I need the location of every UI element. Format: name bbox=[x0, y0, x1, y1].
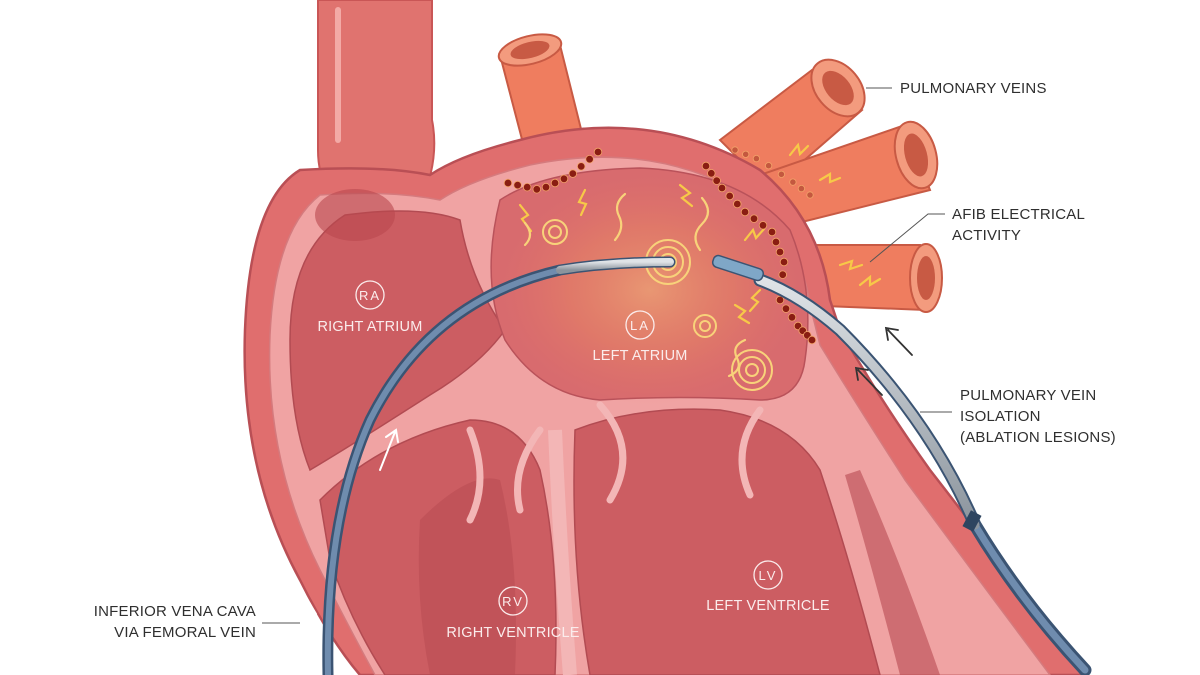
ra-abbr: RA bbox=[359, 288, 381, 303]
tricuspid-valve bbox=[466, 426, 544, 524]
lesion-dot bbox=[764, 162, 773, 170]
lesion-dot bbox=[733, 199, 742, 209]
lesion-dot bbox=[550, 178, 560, 188]
rv-inner bbox=[418, 478, 516, 675]
lesion-dot bbox=[577, 162, 586, 171]
ra-shadow bbox=[315, 189, 395, 241]
catheter-transseptal-core bbox=[324, 267, 563, 675]
rv-abbr: RV bbox=[502, 594, 524, 609]
flow-arrows bbox=[303, 428, 399, 641]
la-glow bbox=[500, 175, 800, 405]
lesion-dot bbox=[593, 147, 603, 157]
catheter-transseptal-tip bbox=[556, 258, 674, 274]
catheter-ablation-shaft bbox=[755, 275, 980, 530]
lesion-dot bbox=[559, 174, 569, 183]
lesion-dot bbox=[707, 169, 716, 178]
mitral-valve bbox=[596, 401, 764, 504]
label-ivc-line1: INFERIOR VENA CAVA bbox=[94, 603, 256, 620]
left-ventricle-chamber bbox=[573, 408, 881, 675]
lesion-dot bbox=[712, 176, 721, 185]
lesion-dot bbox=[807, 335, 817, 345]
la-label-group: LA LEFT ATRIUM bbox=[592, 310, 687, 364]
label-pulmonary-veins: PULMONARY VEINS bbox=[900, 80, 1047, 97]
lesion-dot bbox=[742, 150, 750, 158]
septum bbox=[548, 429, 577, 675]
lv-muscle bbox=[845, 470, 940, 675]
right-atrium-chamber bbox=[289, 210, 506, 472]
pulmonary-vein-right-2 bbox=[758, 120, 939, 227]
lesion-dot bbox=[787, 313, 797, 322]
lesion-dot bbox=[717, 183, 727, 193]
lesion-dot bbox=[731, 146, 739, 154]
lesion-dot bbox=[775, 295, 785, 305]
leader-afib bbox=[869, 213, 945, 263]
lv-abbr: LV bbox=[759, 568, 778, 583]
catheter-ablation-core bbox=[971, 521, 1089, 674]
lesion-dot bbox=[758, 221, 768, 230]
ra-label-group: RA RIGHT ATRIUM bbox=[318, 280, 423, 335]
lesion-dot bbox=[503, 178, 513, 188]
rv-name: RIGHT VENTRICLE bbox=[446, 625, 579, 641]
lesion-dot bbox=[513, 180, 522, 190]
lesion-dot bbox=[778, 270, 787, 279]
lesion-dot bbox=[568, 169, 577, 178]
label-afib-line1: AFIB ELECTRICAL bbox=[952, 206, 1085, 223]
lesion-dot bbox=[532, 185, 541, 194]
lv-label-group: LV LEFT VENTRICLE bbox=[706, 560, 830, 614]
lesion-dot bbox=[781, 304, 791, 313]
catheter-direction-arrows bbox=[854, 326, 913, 396]
rv-label-group: RV RIGHT VENTRICLE bbox=[446, 586, 580, 641]
la-name: LEFT ATRIUM bbox=[592, 348, 687, 364]
lv-name: LEFT VENTRICLE bbox=[706, 598, 830, 614]
lesion-dot bbox=[541, 182, 551, 192]
label-afib-line2: ACTIVITY bbox=[952, 227, 1021, 244]
la-abbr: LA bbox=[630, 318, 650, 333]
lesion-dot bbox=[767, 227, 777, 237]
ra-name: RIGHT ATRIUM bbox=[318, 319, 423, 335]
lesion-dot bbox=[740, 207, 750, 217]
ablation-tip bbox=[711, 254, 765, 282]
lesion-dot bbox=[585, 154, 594, 164]
lesion-dot bbox=[523, 182, 532, 192]
lesion-dot bbox=[789, 178, 797, 186]
lesion-dot bbox=[749, 214, 759, 223]
ablation-lesions bbox=[503, 146, 817, 345]
lesion-dot bbox=[752, 155, 761, 163]
lesion-dot bbox=[806, 191, 814, 199]
label-pvi-line2: ISOLATION bbox=[960, 408, 1041, 425]
label-ivc-line2: VIA FEMORAL VEIN bbox=[114, 624, 256, 641]
label-pvi-line3: (ABLATION LESIONS) bbox=[960, 429, 1116, 446]
lesion-dot bbox=[777, 170, 786, 178]
lesion-dot bbox=[775, 247, 785, 257]
lesion-dot bbox=[797, 185, 806, 193]
label-pvi-line1: PULMONARY VEIN bbox=[960, 387, 1096, 404]
lesion-dot bbox=[725, 191, 734, 201]
lesion-dot bbox=[771, 237, 781, 247]
lesion-dot bbox=[701, 161, 711, 171]
lesion-dot bbox=[779, 257, 789, 267]
catheter-band bbox=[962, 510, 982, 532]
